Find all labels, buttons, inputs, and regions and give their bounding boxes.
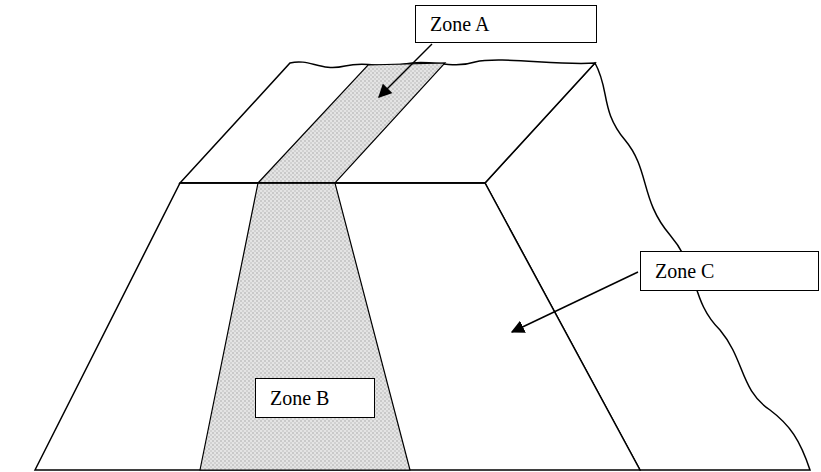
front-face <box>35 183 640 470</box>
core-crest <box>258 63 445 183</box>
crest-surface <box>180 60 595 183</box>
zone-label: Zone B <box>270 387 329 410</box>
zone-label-box: Zone B <box>255 378 375 418</box>
zone-label: Zone C <box>655 260 714 283</box>
leader-arrow <box>512 272 638 332</box>
core-front <box>200 183 410 470</box>
crest-front-edge <box>180 182 485 184</box>
callout-box: Zone C <box>640 251 819 291</box>
zone-label: Zone A <box>430 13 489 36</box>
leader-arrow <box>379 44 432 97</box>
callout-box: Zone A <box>415 5 597 43</box>
